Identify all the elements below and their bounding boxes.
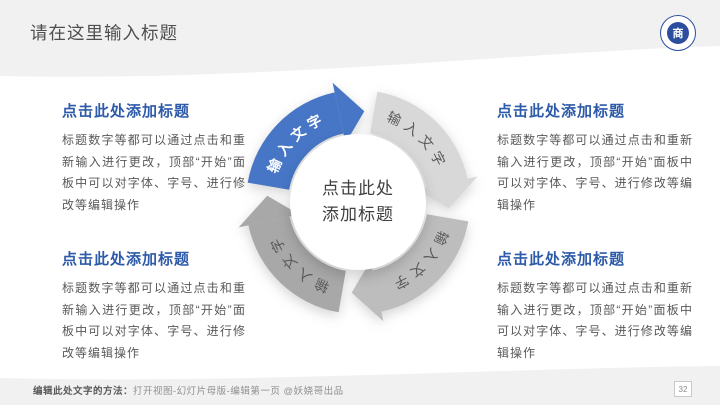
block-body[interactable]: 标题数字等都可以通过点击和重新输入进行更改，顶部“开始”面板中可以对字体、字号、…: [62, 281, 246, 360]
block-heading[interactable]: 点击此处添加标题: [497, 103, 626, 120]
page-number: 32: [674, 381, 692, 397]
cycle-arrowhead-icon: [351, 260, 384, 322]
diagram-center-title-line2: 添加标题: [322, 205, 394, 224]
block-heading[interactable]: 点击此处添加标题: [497, 251, 626, 268]
logo-emblem-icon: 商: [667, 22, 689, 44]
university-logo: 商: [660, 15, 696, 51]
block-heading[interactable]: 点击此处添加标题: [62, 103, 191, 120]
footer-note: 编辑此处文字的方法：打开视图-幻灯片母版-编辑第一页 @妖娆哥出品: [33, 383, 344, 397]
text-block-top-left[interactable]: 点击此处添加标题 标题数字等都可以通过点击和重新输入进行更改，顶部“开始”面板中…: [62, 100, 246, 216]
diagram-center-title-line1: 点击此处: [322, 178, 394, 198]
cycle-arrowhead-icon: [416, 176, 478, 209]
cycle-arrowhead-icon: [332, 82, 365, 144]
block-body[interactable]: 标题数字等都可以通过点击和重新输入进行更改，顶部“开始”面板中可以对字体、字号、…: [497, 281, 693, 360]
text-block-bottom-left[interactable]: 点击此处添加标题 标题数字等都可以通过点击和重新输入进行更改，顶部“开始”面板中…: [62, 248, 246, 364]
block-body[interactable]: 标题数字等都可以通过点击和重新输入进行更改，顶部“开始”面板中可以对字体、字号、…: [497, 133, 693, 212]
slide-title[interactable]: 请在这里输入标题: [30, 23, 178, 43]
text-block-bottom-right[interactable]: 点击此处添加标题 标题数字等都可以通过点击和重新输入进行更改，顶部“开始”面板中…: [497, 248, 693, 364]
cycle-arrowhead-icon: [238, 195, 300, 228]
cycle-diagram[interactable]: 输入文字输入文字输入文字输入文字 点击此处 添加标题: [233, 77, 483, 327]
footer-note-bold: 编辑此处文字的方法：: [33, 386, 134, 397]
footer-note-text: 打开视图-幻灯片母版-编辑第一页 @妖娆哥出品: [133, 386, 344, 397]
block-body[interactable]: 标题数字等都可以通过点击和重新输入进行更改，顶部“开始”面板中可以对字体、字号、…: [62, 133, 246, 212]
diagram-center-circle[interactable]: 点击此处 添加标题: [290, 134, 426, 270]
text-block-top-right[interactable]: 点击此处添加标题 标题数字等都可以通过点击和重新输入进行更改，顶部“开始”面板中…: [497, 100, 693, 216]
block-heading[interactable]: 点击此处添加标题: [62, 251, 191, 268]
